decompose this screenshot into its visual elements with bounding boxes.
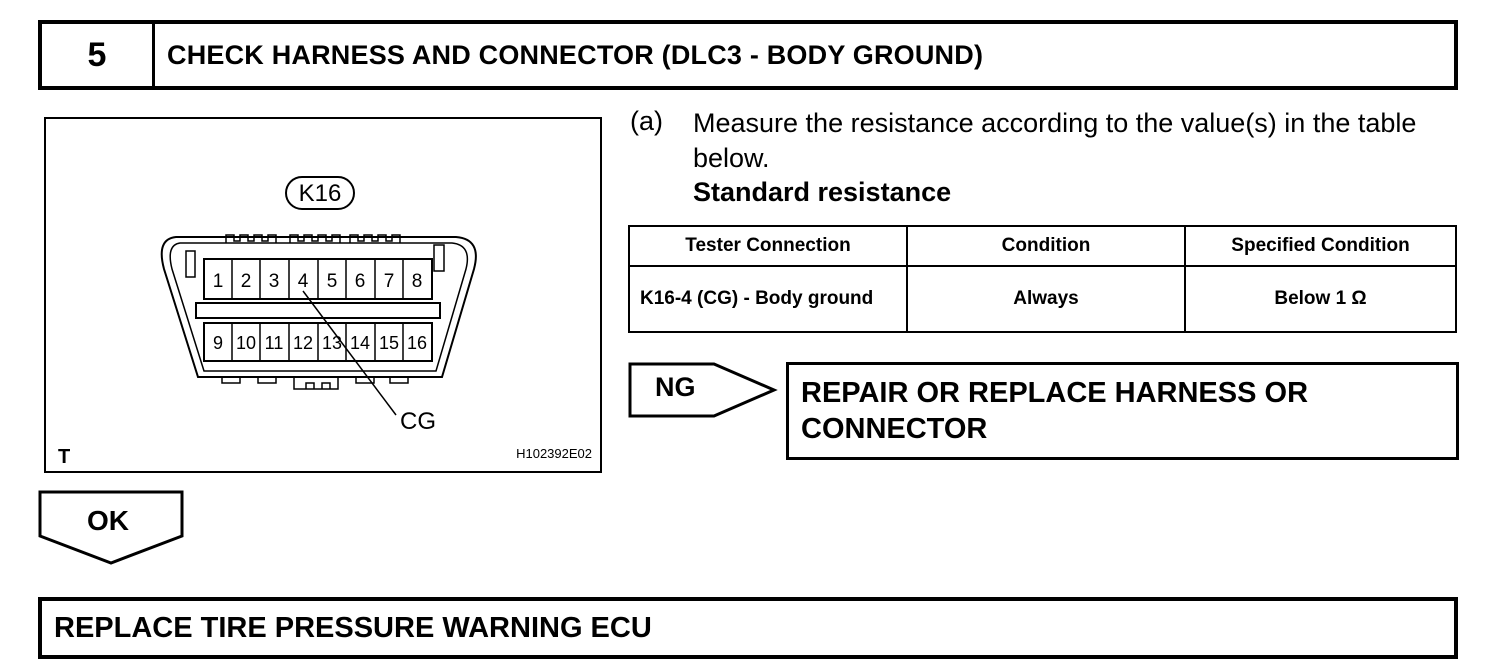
instruction-text: Measure the resistance according to the … [693,108,1417,173]
ok-arrow-icon [38,490,184,565]
ok-label: OK [87,505,129,536]
dlc3-connector-diagram: K16 1 2 3 4 5 6 7 8 [58,176,592,468]
connector-divider [195,302,441,319]
pin-14: 14 [350,333,370,353]
connector-shell-inner [169,242,469,372]
cell-specified-condition: Below 1 Ω [1184,265,1457,333]
standard-resistance-title: Standard resistance [693,177,952,207]
pin-12: 12 [293,333,313,353]
connector-label: K16 [299,180,342,207]
ng-arrow-icon [628,362,778,418]
pin-5: 5 [327,271,338,292]
cell-tester-connection: K16-4 (CG) - Body ground [628,265,908,333]
connector-label-outline [285,176,355,210]
table-header-row: Tester Connection Condition Specified Co… [628,225,1457,267]
ng-label: NG [655,372,696,402]
pin-6: 6 [355,271,366,292]
connector-bottom-key [221,377,409,390]
cell-condition: Always [906,265,1186,333]
pin-10: 10 [236,333,256,353]
step-header: 5 CHECK HARNESS AND CONNECTOR (DLC3 - BO… [38,20,1458,90]
cg-callout: CG [400,408,436,435]
pin-3: 3 [269,271,280,292]
connector-shell [160,236,477,378]
cg-leader-line [302,290,397,416]
pin-8: 8 [412,271,423,292]
connector-illustration: K16 1 2 3 4 5 6 7 8 [44,117,602,473]
standard-resistance-table: Tester Connection Condition Specified Co… [628,225,1457,333]
corner-label: T [58,446,70,468]
left-latch [185,250,196,278]
header-specified-condition: Specified Condition [1184,225,1457,267]
pin-1: 1 [213,271,224,292]
step-title: CHECK HARNESS AND CONNECTOR (DLC3 - BODY… [167,39,984,70]
final-action-box: REPLACE TIRE PRESSURE WARNING ECU [38,597,1458,659]
pin-16: 16 [407,333,427,353]
table-row: K16-4 (CG) - Body ground Always Below 1 … [628,265,1457,333]
header-tester-connection: Tester Connection [628,225,908,267]
pin-7: 7 [384,271,395,292]
ng-result-box: REPAIR OR REPLACE HARNESS OR CONNECTOR [786,362,1459,460]
pin-15: 15 [379,333,399,353]
pin-13: 13 [322,333,342,353]
pin-9: 9 [213,333,223,353]
step-number: 5 [42,24,155,86]
pin-4: 4 [298,271,309,292]
right-latch [433,244,445,272]
connector-serration [225,234,401,243]
instruction-letter: (a) [630,106,663,136]
bottom-pin-row: 9 10 11 12 13 14 15 16 [203,322,433,362]
figure-code: H102392E02 [516,446,592,461]
pin-11: 11 [265,333,284,353]
pin-2: 2 [241,271,252,292]
top-pin-row: 1 2 3 4 5 6 7 8 [203,258,433,300]
header-condition: Condition [906,225,1186,267]
